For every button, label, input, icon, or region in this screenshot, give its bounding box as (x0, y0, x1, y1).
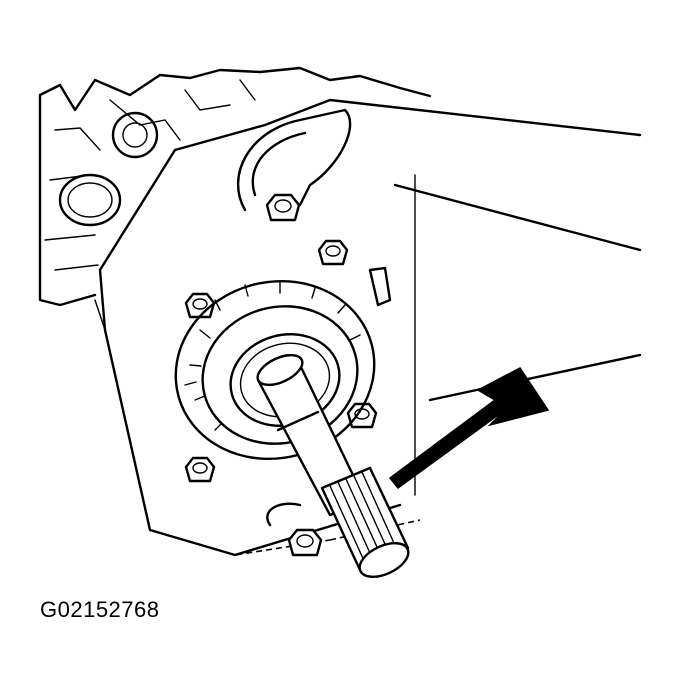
figure-code-label: G02152768 (40, 597, 160, 622)
bolt-lower-left (184, 456, 216, 483)
transfer-case-output-shaft-illustration (38, 66, 642, 578)
bolt-bottom (266, 502, 323, 557)
bolt-upper-right (317, 239, 349, 266)
bolt-top (265, 193, 301, 222)
mounting-bracket (236, 108, 352, 212)
engine-block-outline (38, 66, 432, 307)
housing-bolts (184, 193, 392, 557)
stud (368, 266, 392, 307)
splined-shaft-end (320, 466, 410, 578)
output-shaft (256, 353, 410, 578)
pointer-arrow (388, 367, 550, 490)
